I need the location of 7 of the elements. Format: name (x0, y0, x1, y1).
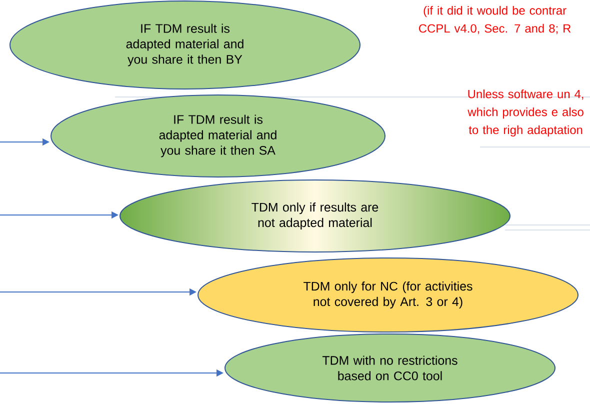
ellipse-node: IF TDM result is adapted material and you share it then SA (50, 94, 386, 178)
ellipse-node: TDM with no restrictions based on CC0 tool (224, 334, 556, 402)
ellipse-node: TDM only if results are not adapted material (120, 180, 510, 252)
ellipse-node: TDM only for NC (for activities not covered by Art. 3 or 4) (198, 258, 578, 332)
ellipse-node: IF TDM result is adapted material and you share it then BY (10, 0, 360, 90)
note-text: Unless software un 4, which provides e also to the righ adaptation (468, 90, 584, 137)
note-text: (if it did it would be contrar CCPL v4.0, Sec. 7 and 8; R (419, 6, 571, 34)
